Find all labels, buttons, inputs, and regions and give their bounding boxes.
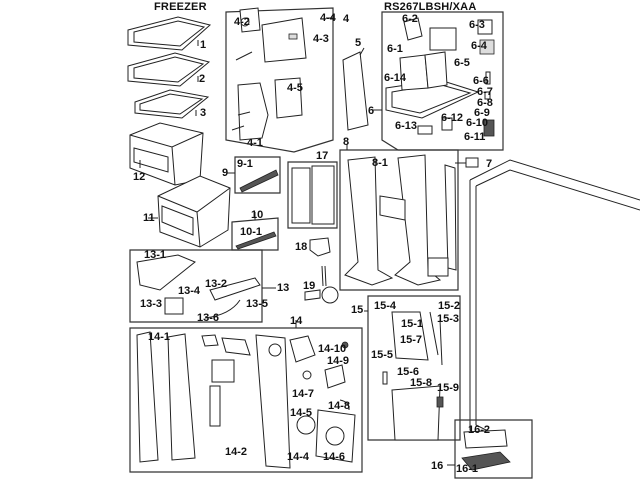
label-15-5: 15-5: [371, 349, 394, 361]
group-box-10: [231, 217, 279, 251]
label-6-13: 6-13: [395, 120, 418, 132]
label-14-5: 14-5: [290, 407, 313, 419]
label-4-2: 4-2: [234, 16, 250, 28]
label-12: 12: [133, 171, 146, 183]
label-5: 5: [355, 37, 362, 49]
label-13: 13: [277, 282, 290, 294]
label-6: 6: [368, 105, 375, 117]
label-14-2: 14-2: [225, 446, 248, 458]
label-6-6: 6-6: [473, 75, 489, 87]
group-box-9: [234, 156, 281, 194]
label-6-9: 6-9: [474, 107, 490, 119]
label-6-3: 6-3: [469, 19, 485, 31]
label-4-5: 4-5: [287, 82, 303, 94]
ice-tray-parts: [136, 254, 261, 319]
group-box-8: [339, 149, 459, 291]
label-19: 19: [303, 280, 316, 292]
panel-parts: [136, 331, 356, 469]
label-13-2: 13-2: [205, 278, 228, 290]
label-16-1: 16-1: [456, 463, 479, 475]
label-14-6: 14-6: [323, 451, 346, 463]
group-box-13: [129, 249, 263, 323]
label-15-3: 15-3: [437, 313, 460, 325]
label-15-6: 15-6: [397, 366, 420, 378]
group-box-4: [225, 7, 334, 153]
label-13-6: 13-6: [197, 312, 220, 324]
label-17: 17: [316, 150, 329, 162]
label-13-1: 13-1: [144, 249, 167, 261]
label-4-3: 4-3: [313, 33, 329, 45]
label-6-10: 6-10: [466, 117, 489, 129]
label-14: 14: [290, 315, 303, 327]
refrigerator-door: [469, 159, 640, 441]
label-15-1: 15-1: [401, 318, 424, 330]
group-box-16: [454, 419, 533, 479]
label-6-4: 6-4: [471, 40, 487, 52]
valve-19: [304, 265, 339, 304]
label-16-2: 16-2: [468, 424, 491, 436]
label-6-1: 6-1: [387, 43, 403, 55]
label-13-3: 13-3: [140, 298, 163, 310]
label-15-7: 15-7: [400, 334, 423, 346]
label-10-1: 10-1: [240, 226, 263, 238]
freezer-shelf-2: [127, 52, 211, 87]
label-7: 7: [486, 158, 493, 170]
label-8: 8: [343, 136, 350, 148]
freezer-title: FREEZER: [154, 1, 207, 13]
label-15-9: 15-9: [437, 382, 460, 394]
label-13-4: 13-4: [178, 285, 201, 297]
holder-18: [309, 237, 331, 257]
label-6-8: 6-8: [477, 97, 493, 109]
sensor-7: [465, 157, 479, 168]
label-13-5: 13-5: [246, 298, 269, 310]
leader-lines: [139, 17, 466, 466]
label-4-1: 4-1: [247, 137, 263, 149]
freezer-case-12: [129, 122, 204, 186]
label-14-8: 14-8: [328, 400, 351, 412]
label-6-11: 6-11: [464, 131, 486, 143]
label-14-7: 14-7: [292, 388, 315, 400]
group-box-17: [287, 161, 338, 229]
label-18: 18: [295, 241, 308, 253]
cover-5: [342, 51, 369, 131]
freezer-case-11: [157, 175, 231, 248]
label-14-1: 14-1: [148, 331, 171, 343]
ice-maker-parts: [231, 7, 307, 141]
label-4-4: 4-4: [320, 12, 336, 24]
label-11: 11: [143, 212, 155, 224]
label-16: 16: [431, 460, 444, 472]
model-number-title: RS267LBSH/XAA: [384, 1, 477, 13]
label-15-4: 15-4: [374, 300, 397, 312]
dispenser-parts: [385, 17, 495, 137]
label-15-8: 15-8: [410, 377, 433, 389]
group-box-14: [129, 327, 363, 473]
label-9-1: 9-1: [237, 158, 253, 170]
label-14-4: 14-4: [287, 451, 310, 463]
label-4: 4: [343, 13, 350, 25]
label-14-10: 14-10: [318, 343, 347, 355]
dispenser-lever-parts: [382, 311, 444, 441]
label-1: 1: [200, 39, 207, 51]
label-6-5: 6-5: [454, 57, 470, 69]
label-9: 9: [222, 167, 229, 179]
door-cover-parts: [344, 154, 457, 286]
group-box-15: [367, 295, 461, 441]
label-3: 3: [200, 107, 207, 119]
label-10: 10: [251, 209, 264, 221]
label-8-1: 8-1: [372, 157, 388, 169]
label-15: 15: [351, 304, 364, 316]
label-6-12: 6-12: [441, 112, 464, 124]
label-15-2: 15-2: [438, 300, 461, 312]
label-14-9: 14-9: [327, 355, 350, 367]
label-6-7: 6-7: [477, 86, 493, 98]
label-6-14: 6-14: [384, 72, 407, 84]
heater-parts: [461, 429, 511, 471]
label-2: 2: [199, 73, 206, 85]
label-6-2: 6-2: [402, 13, 418, 25]
freezer-shelf-3: [134, 89, 210, 119]
freezer-shelf-1: [127, 16, 212, 51]
